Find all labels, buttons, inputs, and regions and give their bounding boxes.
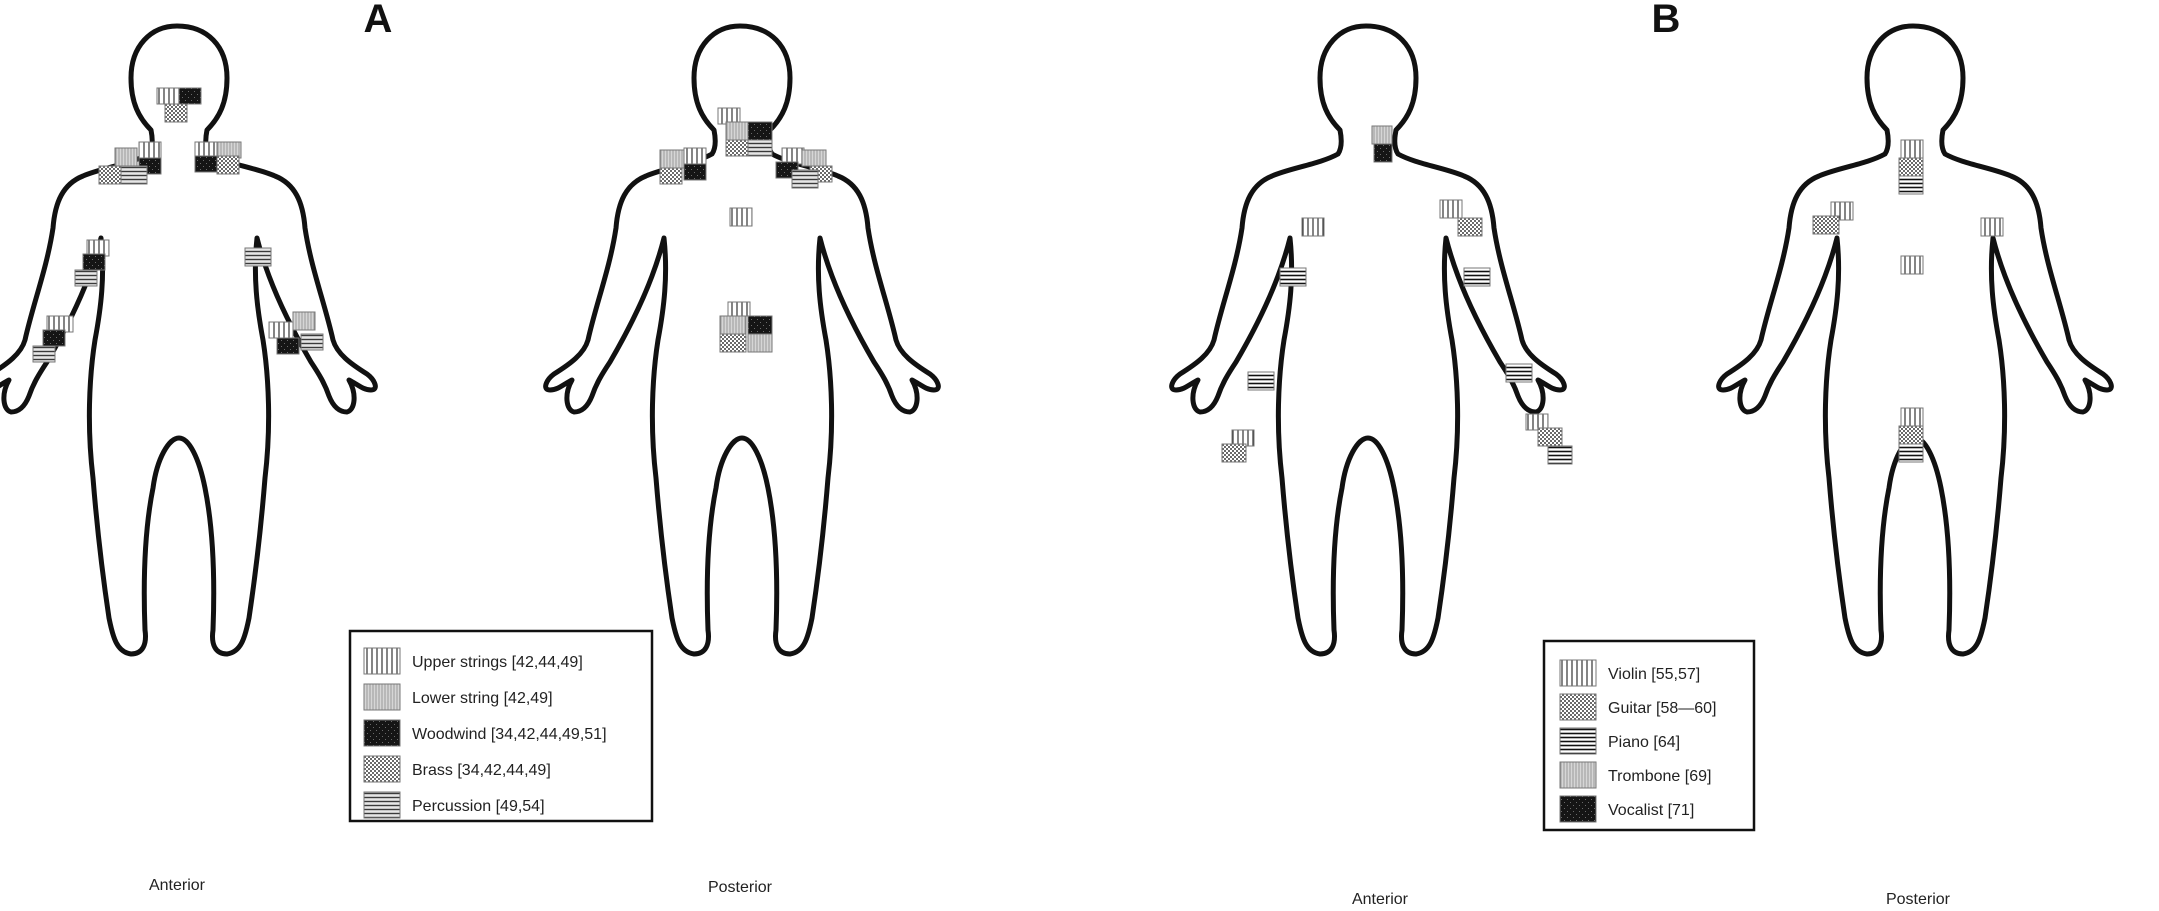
legend-swatch-brass (364, 756, 400, 782)
legend-swatch-vocalist (1560, 796, 1596, 822)
marker-violin (1302, 218, 1324, 236)
marker-violin (1901, 140, 1923, 158)
legend-swatch-violin (1560, 660, 1596, 686)
marker-woodwind (179, 88, 201, 104)
marker-lower-string (720, 316, 746, 334)
body-posterior-a (546, 26, 939, 654)
view-label-posterior-b: Posterior (1886, 891, 1951, 908)
marker-guitar (1458, 218, 1482, 236)
marker-lower-string (802, 150, 826, 166)
marker-woodwind (83, 254, 105, 270)
marker-woodwind (748, 316, 772, 334)
view-label-anterior-a: Anterior (149, 877, 206, 894)
marker-upper-strings (684, 148, 706, 164)
legend-swatch-trombone (1560, 762, 1596, 788)
marker-brass (217, 156, 239, 174)
legend-a: Upper strings [42,44,49] Lower string [42… (350, 631, 652, 821)
marker-piano (1899, 444, 1923, 462)
marker-lower-string (726, 122, 748, 140)
marker-upper-strings (730, 208, 752, 226)
view-label-anterior-b: Anterior (1352, 891, 1409, 908)
legend-b: Violin [55,57] Guitar [58—60] Piano [64] Tr… (1544, 641, 1754, 830)
marker-brass (99, 166, 121, 184)
marker-piano (1280, 268, 1306, 286)
legend-label-violin: Violin [55,57] (1608, 666, 1700, 683)
legend-label-vocalist: Vocalist [71] (1608, 802, 1694, 819)
marker-upper-strings (728, 302, 750, 316)
marker-woodwind (195, 156, 217, 172)
body-anterior-b (1172, 26, 1572, 654)
marker-violin (1901, 408, 1923, 426)
marker-percussion (792, 170, 818, 188)
legend-swatch-woodwind (364, 720, 400, 746)
marker-woodwind (748, 122, 772, 140)
marker-guitar (1222, 444, 1246, 462)
marker-lower-string (115, 148, 137, 166)
marker-piano (1464, 268, 1490, 286)
marker-woodwind (43, 330, 65, 346)
marker-guitar (1899, 426, 1923, 444)
marker-brass (165, 104, 187, 122)
panel-a-title: A (364, 0, 393, 41)
legend-swatch-upper (364, 648, 400, 674)
marker-brass (726, 140, 748, 156)
marker-guitar (1538, 428, 1562, 446)
panel-a: A (0, 0, 938, 896)
panel-b-title: B (1652, 0, 1681, 41)
legend-label-trombone: Trombone [69] (1608, 768, 1711, 785)
legend-label-guitar: Guitar [58—60] (1608, 700, 1717, 717)
legend-label-upper: Upper strings [42,44,49] (412, 654, 583, 671)
legend-swatch-perc (364, 792, 400, 818)
marker-piano (1899, 176, 1923, 194)
marker-violin (1440, 200, 1462, 218)
legend-label-perc: Percussion [49,54] (412, 798, 545, 815)
body-posterior-b (1719, 26, 2112, 654)
marker-piano (1248, 372, 1274, 390)
body-anterior-a (0, 26, 375, 654)
marker-vocalist (1374, 144, 1392, 162)
legend-label-lower: Lower string [42,49] (412, 690, 553, 707)
marker-lower-string (293, 312, 315, 330)
panel-b: B (1172, 0, 2112, 908)
marker-brass (720, 334, 746, 352)
view-label-posterior-a: Posterior (708, 879, 773, 896)
marker-piano (1548, 446, 1572, 464)
marker-lower-string (748, 334, 772, 352)
marker-upper-strings (269, 322, 293, 338)
marker-trombone (1372, 126, 1392, 144)
marker-percussion (33, 346, 55, 362)
marker-brass (660, 168, 682, 184)
marker-piano (1506, 364, 1532, 382)
marker-upper-strings (139, 142, 161, 160)
legend-swatch-lower (364, 684, 400, 710)
legend-label-woodwind: Woodwind [34,42,44,49,51] (412, 726, 607, 743)
marker-guitar (1813, 216, 1839, 234)
marker-violin (1901, 256, 1923, 274)
marker-percussion (121, 166, 147, 184)
marker-woodwind (277, 338, 299, 354)
legend-swatch-guitar (1560, 694, 1596, 720)
marker-woodwind (684, 164, 706, 180)
marker-percussion (301, 334, 323, 350)
marker-lower-string (660, 150, 684, 168)
legend-label-brass: Brass [34,42,44,49] (412, 762, 551, 779)
marker-violin (1981, 218, 2003, 236)
legend-label-piano: Piano [64] (1608, 734, 1680, 751)
marker-percussion (245, 248, 271, 266)
marker-upper-strings (157, 88, 179, 104)
marker-percussion (748, 140, 772, 156)
marker-percussion (75, 270, 97, 286)
legend-swatch-piano (1560, 728, 1596, 754)
marker-guitar (1899, 158, 1923, 176)
